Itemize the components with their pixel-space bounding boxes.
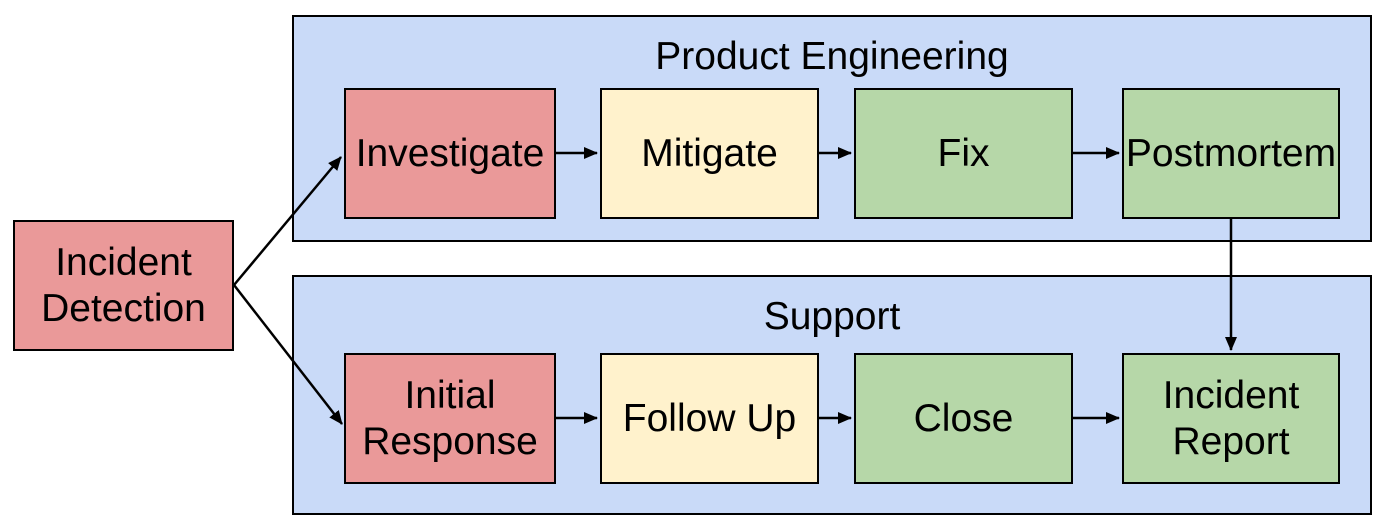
node-investigate: Investigate	[344, 88, 556, 219]
lane-title-product-engineering: Product Engineering	[655, 35, 1009, 78]
node-postmortem: Postmortem	[1122, 88, 1340, 219]
lane-title-support: Support	[763, 295, 901, 338]
node-incident-detection: Incident Detection	[13, 220, 234, 351]
node-initial-response: Initial Response	[344, 353, 556, 484]
node-close: Close	[854, 353, 1073, 484]
node-fix: Fix	[854, 88, 1073, 219]
node-mitigate: Mitigate	[600, 88, 819, 219]
node-follow-up: Follow Up	[600, 353, 819, 484]
node-incident-report: Incident Report	[1122, 353, 1340, 484]
